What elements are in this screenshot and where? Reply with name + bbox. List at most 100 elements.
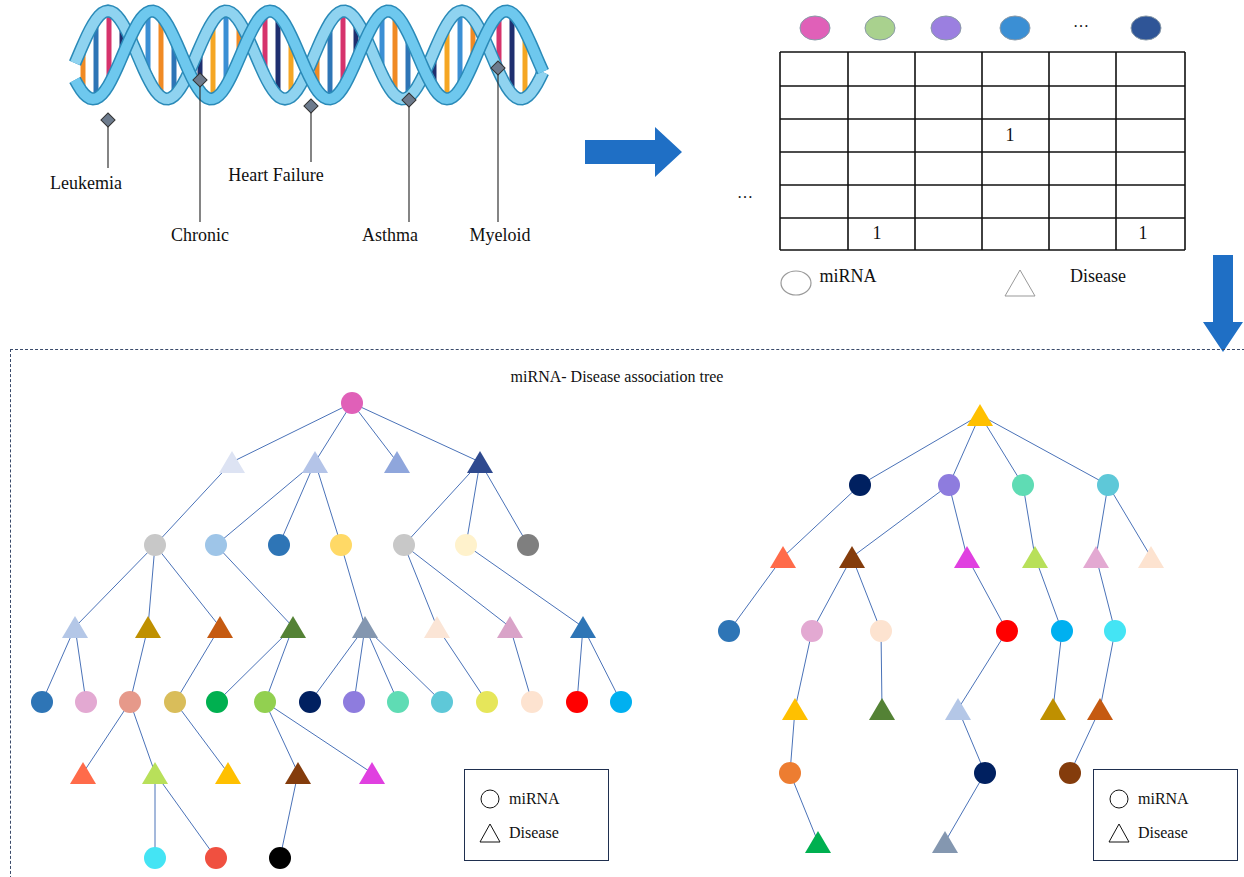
mirna-circle (119, 691, 141, 713)
legend-text: miRNA (1138, 790, 1189, 808)
mirna-circle (205, 534, 227, 556)
legend-sample (479, 788, 501, 810)
disease-triangle (945, 698, 971, 720)
tree-link (352, 403, 397, 462)
grid-line (981, 52, 983, 250)
tree-link (1035, 557, 1062, 631)
grid-line (780, 151, 1185, 153)
tree-link (510, 627, 532, 702)
disease-triangle (467, 451, 493, 473)
tree-link (279, 462, 315, 545)
marker-diamond (491, 61, 505, 75)
mirna-circle (800, 16, 830, 40)
tree-link (860, 415, 980, 485)
mirna-circle (387, 691, 409, 713)
mirna-circle (476, 691, 498, 713)
disease-label: Myeloid (470, 226, 531, 246)
mirna-circle (481, 790, 499, 808)
grid-line (914, 52, 916, 250)
grid-line (1115, 52, 1117, 250)
marker-diamond (402, 93, 416, 107)
mirna-circle (870, 620, 892, 642)
mirna-circle (1051, 620, 1073, 642)
dna-strand (75, 11, 543, 99)
disease-label: Chronic (171, 226, 229, 246)
ellipsis: … (1073, 13, 1089, 31)
ellipsis: … (737, 184, 753, 202)
mirna-circle (268, 534, 290, 556)
mirna-circle (206, 691, 228, 713)
legend-text: Disease (509, 824, 559, 842)
disease-triangle (280, 616, 306, 638)
mirna-circle (431, 691, 453, 713)
disease-triangle (967, 404, 993, 426)
tree-link (852, 485, 949, 557)
tree-link (404, 545, 510, 627)
disease-triangle (215, 762, 241, 784)
tree-link (130, 702, 155, 773)
tree-link (980, 415, 1108, 485)
disease-triangle (219, 451, 245, 473)
grid-line (780, 217, 1185, 219)
mirna-circle (393, 534, 415, 556)
grid-line (780, 184, 1185, 186)
legend-text: Disease (1070, 267, 1126, 287)
disease-triangle (302, 451, 328, 473)
dna-helix (75, 11, 543, 99)
disease-label: Leukemia (50, 174, 122, 194)
disease-triangle (770, 546, 796, 568)
tree-link (175, 627, 220, 702)
mirna-circle (1131, 16, 1161, 40)
tree-link (852, 557, 881, 631)
disease-triangle (352, 616, 378, 638)
tree-link (437, 627, 487, 702)
mirna-circle (610, 691, 632, 713)
grid-line (847, 52, 849, 250)
mirna-circle (1059, 762, 1081, 784)
disease-triangle (1109, 824, 1129, 842)
mirna-circle (144, 534, 166, 556)
mirna-circle (801, 620, 823, 642)
leader-line (310, 106, 311, 162)
tree-link (280, 773, 298, 858)
mirna-circle (455, 534, 477, 556)
grid-line (780, 249, 1185, 251)
legend-text: miRNA (509, 790, 560, 808)
tree-link (365, 627, 398, 702)
mirna-circle (164, 691, 186, 713)
tree-link (232, 403, 352, 462)
mirna-circle (1000, 16, 1030, 40)
disease-triangle (1083, 546, 1109, 568)
mirna-circle (779, 762, 801, 784)
legend-row: miRNA (465, 784, 608, 814)
disease-triangle (62, 616, 88, 638)
legend-box: miRNADisease (1093, 769, 1238, 861)
tree-link (265, 627, 293, 702)
mirna-circle (849, 474, 871, 496)
flow-arrow (1203, 255, 1243, 352)
legend-box: miRNA Disease (464, 769, 609, 861)
disease-triangle (135, 616, 161, 638)
mirna-circle (330, 534, 352, 556)
tree-link (790, 773, 818, 842)
tree-link (583, 627, 621, 702)
tree-link (812, 557, 852, 631)
mirna-circle (1104, 620, 1126, 642)
disease-triangle (782, 698, 808, 720)
tree-link (75, 545, 155, 627)
mirna-circle (341, 392, 363, 414)
tree-link (352, 403, 480, 462)
mirna-circle (254, 691, 276, 713)
disease-triangle (480, 824, 500, 842)
disease-triangle (1138, 546, 1164, 568)
leader-line (408, 100, 409, 222)
disease-triangle (142, 762, 168, 784)
tree-link (945, 773, 985, 842)
tree-link (216, 462, 315, 545)
legend-sample (1108, 788, 1130, 810)
mirna-circle (1012, 474, 1034, 496)
tree-link (75, 627, 86, 702)
tree-link (795, 631, 812, 709)
mirna-circle (1097, 474, 1119, 496)
